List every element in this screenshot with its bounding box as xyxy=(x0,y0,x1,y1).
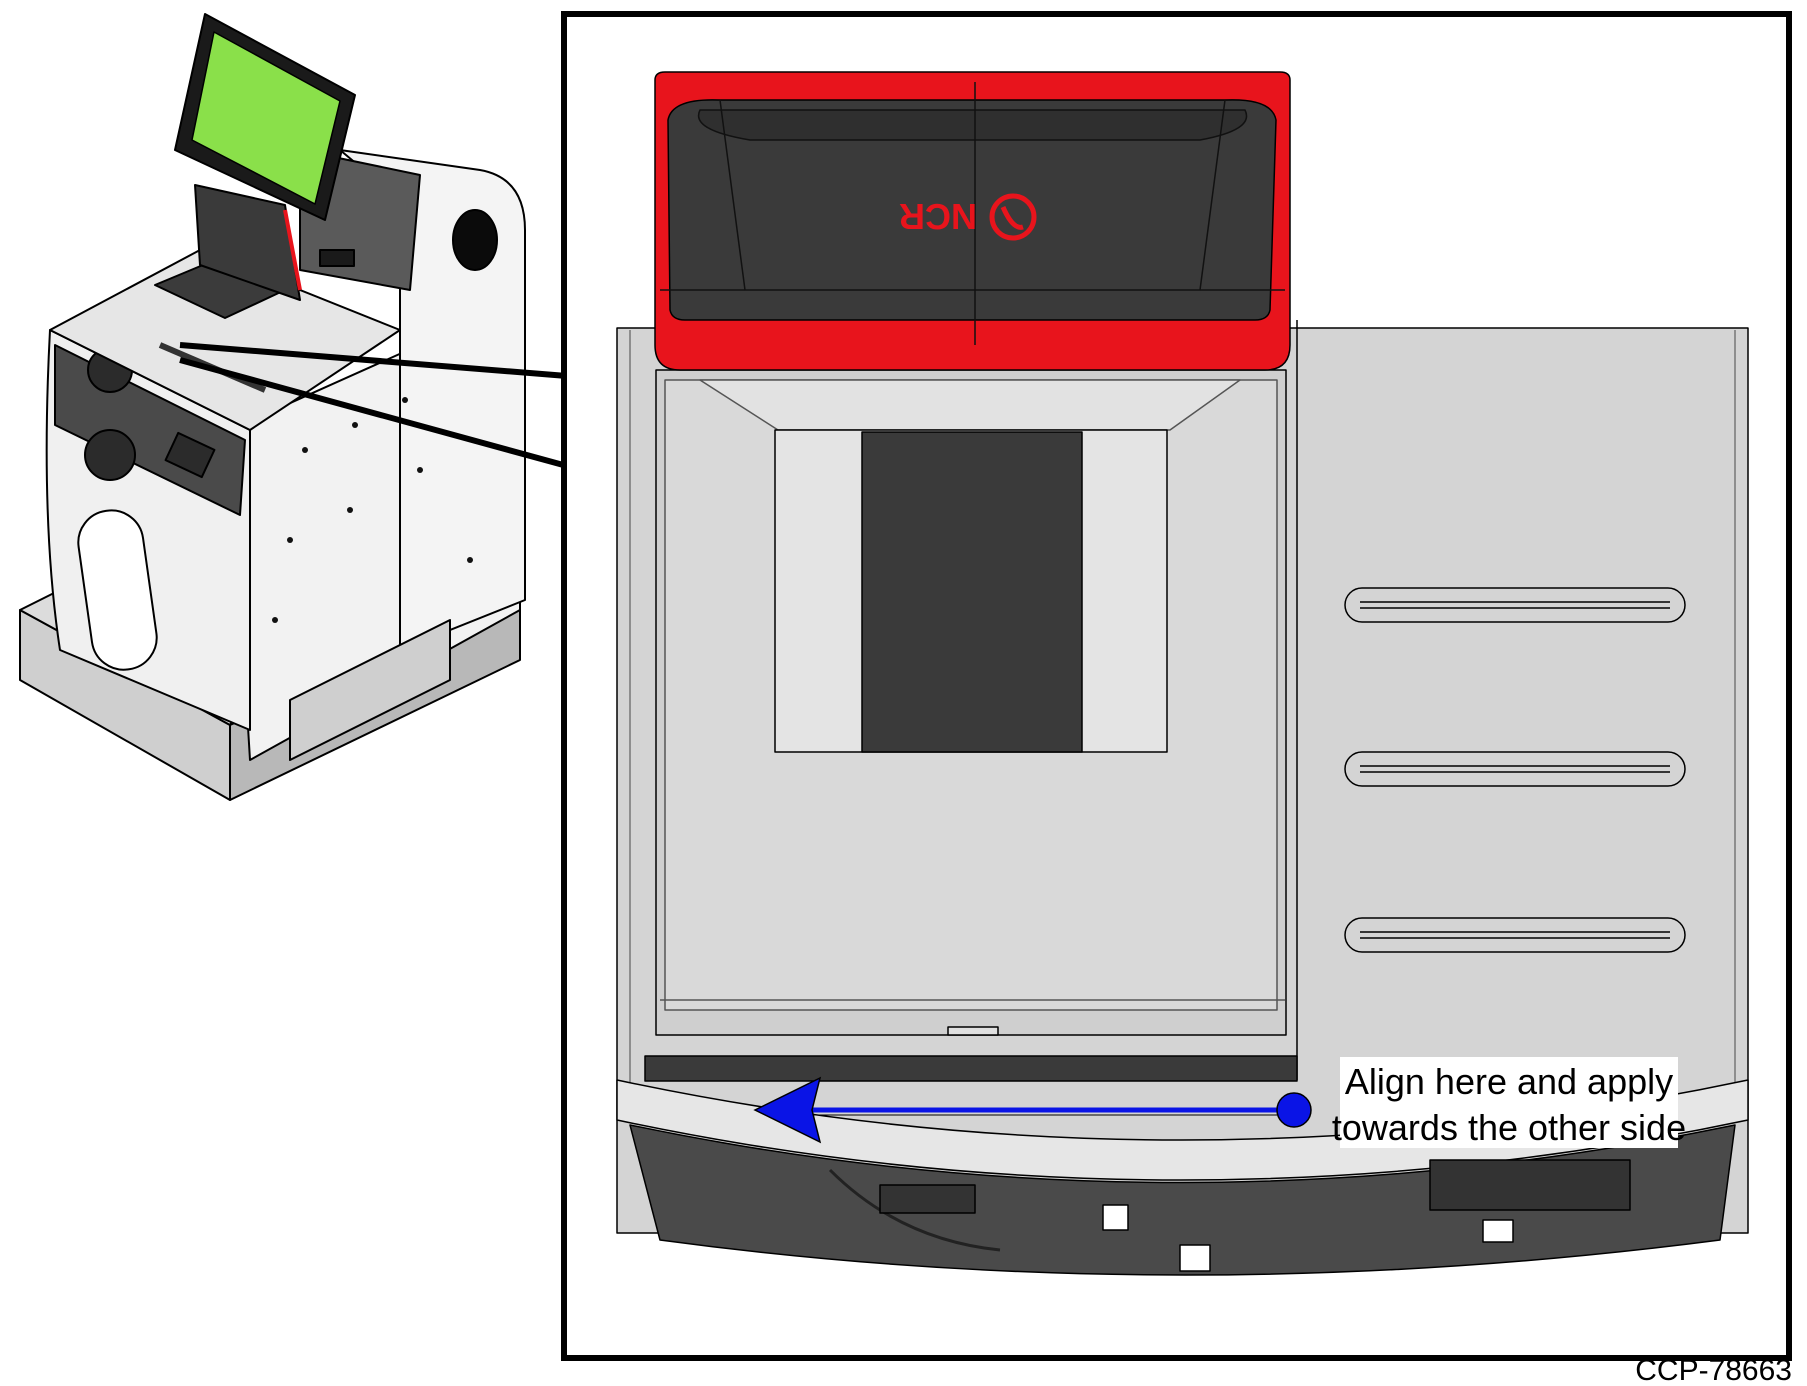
kiosk-top-deck xyxy=(49,249,401,431)
kiosk-touchscreen-display xyxy=(191,31,341,205)
detail-top-view: NCR xyxy=(616,71,1749,1276)
arrow-head xyxy=(753,1076,822,1144)
scanner-hood: NCR xyxy=(654,71,1291,371)
callout-line-1: Align here and apply xyxy=(1345,1061,1673,1102)
kiosk-overview-illustration xyxy=(19,13,526,801)
tower-hole xyxy=(452,209,498,271)
arrow-start-dot xyxy=(1276,1092,1312,1128)
front-payment-bay xyxy=(629,1124,1736,1276)
scanner-glass xyxy=(861,431,1083,753)
alignment-strip xyxy=(644,1055,1298,1082)
callout-label-background xyxy=(1340,1057,1678,1148)
alignment-arrow xyxy=(753,1076,1312,1144)
figure-code: CCP-78663 xyxy=(1635,1354,1792,1386)
deck-front-lip xyxy=(616,1079,1749,1181)
zoom-callout-lines xyxy=(179,342,568,469)
ncr-logo-text: NCR xyxy=(899,196,977,237)
kiosk-rear-tower xyxy=(339,149,526,651)
ncr-logo xyxy=(989,193,1037,241)
kiosk-scanner-hood xyxy=(194,184,301,301)
bagging-slots xyxy=(1344,587,1686,953)
callout-line-2: towards the other side xyxy=(1332,1107,1686,1148)
